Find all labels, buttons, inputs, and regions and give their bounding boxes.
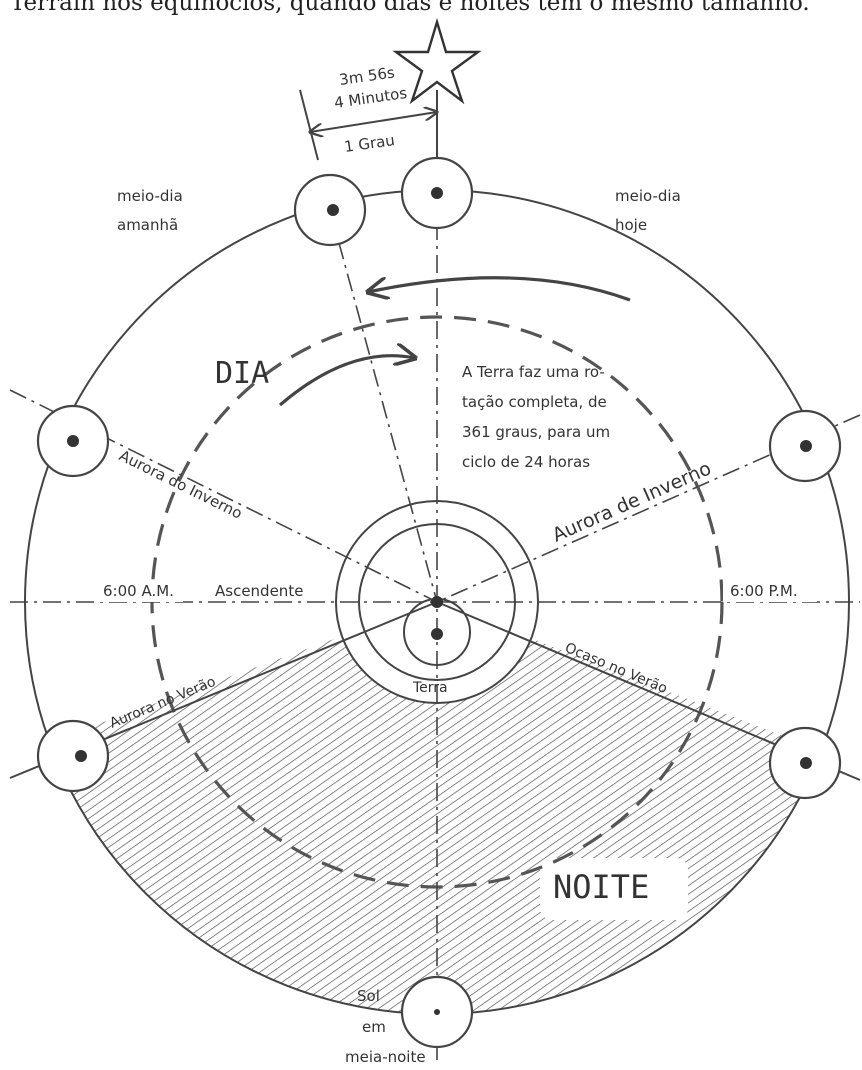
midnight-sun-label-line1: Sol [357, 987, 380, 1005]
sun-summer-sunset [768, 726, 842, 800]
night-label: NOITE [553, 868, 649, 906]
earth-center-dot [431, 596, 443, 608]
rotation-arrow-lower [278, 356, 415, 407]
ascendant-label: Ascendente [215, 582, 303, 600]
six-pm-label-bg [723, 580, 817, 602]
noon-today-label-line2: hoje [615, 216, 647, 234]
six-am-label-bg [97, 580, 183, 602]
earth-dot [431, 628, 443, 640]
winter-dawn-left-label: Aurora do Inverno [116, 446, 245, 522]
midnight-sun-label-line2: em [362, 1018, 386, 1036]
six-pm-label: 6:00 P.M. [730, 582, 798, 600]
rotation-text-line1: A Terra faz uma ro- [462, 363, 605, 381]
noon-tomorrow-label-line2: amanhã [117, 216, 178, 234]
time-label-3m56s: 3m 56s [338, 63, 396, 89]
midnight-sun-label-line3: meia-noite [345, 1048, 426, 1066]
sun-noon-tomorrow [293, 173, 367, 247]
sun-noon-today [400, 156, 474, 230]
sun-winter-sunset [768, 409, 842, 483]
rotation-text-line4: ciclo de 24 horas [462, 453, 590, 471]
degree-bracket-left [299, 89, 319, 161]
header-text: Terrain nos equinócios, quando dias e no… [10, 0, 810, 16]
noon-today-label-line1: meio-dia [615, 187, 681, 205]
sun-summer-dawn [36, 719, 110, 793]
star-icon [392, 17, 482, 105]
six-am-label: 6:00 A.M. [103, 582, 174, 600]
sun-winter-dawn [36, 404, 110, 478]
noon-tomorrow-label-line1: meio-dia [117, 187, 183, 205]
rotation-text-line3: 361 graus, para um [462, 423, 610, 441]
day-label: DIA [215, 356, 269, 391]
sun-midnight [400, 975, 474, 1049]
degree-arrow [310, 112, 437, 132]
tomorrow-noon-line [329, 209, 438, 603]
night-label-clear [540, 858, 688, 920]
one-degree-label: 1 Grau [343, 131, 396, 156]
earth-label: Terra [412, 680, 448, 696]
rotation-arrow-upper [368, 276, 631, 302]
rotation-text-line2: tação completa, de [462, 393, 607, 411]
